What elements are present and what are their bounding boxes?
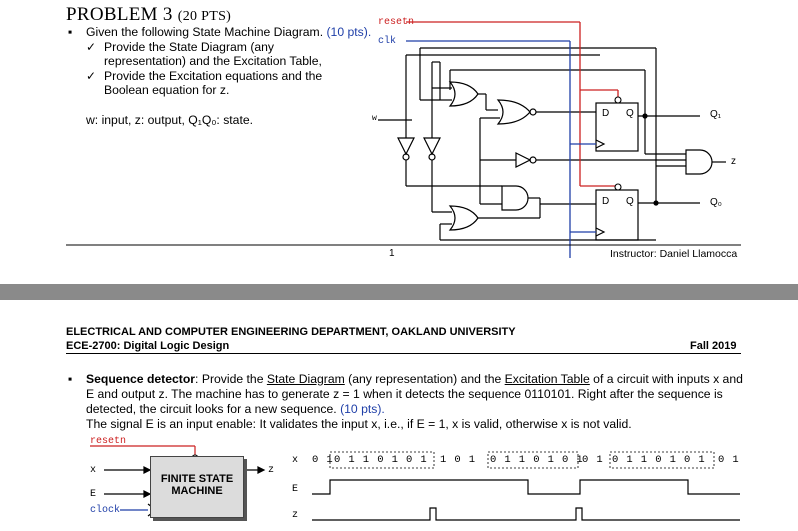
bullet-marker: ▪ [68, 372, 73, 386]
ff1-q: Q [626, 108, 634, 119]
page-separator [0, 284, 798, 300]
excitation-table-link: Excitation Table [504, 372, 590, 386]
timing-x-seq-d: 0 1 1 0 1 0 1 [490, 454, 584, 466]
seq-line3: detected, the circuit looks for a new se… [86, 402, 385, 416]
timing-x-label: x [292, 455, 299, 466]
seq-line2: E and output z. The machine has to gener… [86, 387, 723, 401]
state-diagram-link: State Diagram [266, 372, 345, 386]
check2-line1: Provide the Excitation equations and the [104, 69, 323, 83]
timing-x-seq-b: 0 1 1 0 1 0 1 [334, 454, 428, 466]
check-icon: ✓ [86, 69, 97, 83]
ff1-d: D [602, 108, 610, 119]
timing-z-label: z [292, 510, 299, 521]
fsm-x-label: x [90, 465, 97, 476]
timing-x-seq-c: 1 0 1 [440, 454, 477, 466]
fsm-clock-label: clock [90, 505, 121, 516]
fsm-diagram [90, 445, 740, 521]
output-q1: Q₁ [710, 109, 722, 120]
fsm-z-label: z [268, 465, 275, 476]
term: Fall 2019 [690, 340, 737, 352]
circuit-diagram [66, 21, 741, 258]
signal-description: w: input, z: output, Q₁Q₀: state. [86, 113, 254, 127]
department-header: ELECTRICAL AND COMPUTER ENGINEERING DEPA… [66, 326, 516, 338]
ff0-d: D [602, 196, 610, 207]
timing-x-seq-f: 0 1 1 0 1 0 1 [612, 454, 706, 466]
bullet-main: Given the following State Machine Diagra… [86, 25, 372, 39]
seq-line1: Sequence detector: Provide the State Dia… [86, 372, 743, 386]
fsm-box: FINITE STATE MACHINE [150, 456, 244, 518]
timing-e-label: E [292, 484, 299, 495]
header-rule [66, 353, 741, 354]
output-q0: Q₀ [710, 197, 722, 208]
clk-label: clk [378, 36, 397, 47]
timing-x-seq-a: 0 1 [312, 454, 334, 466]
problem-points: (20 PTS) [177, 9, 232, 24]
check1-line1: Provide the State Diagram (any [104, 40, 275, 54]
bullet-marker: ▪ [68, 25, 73, 39]
timing-x-seq-g: 0 1 [718, 454, 740, 466]
output-z: z [731, 156, 736, 167]
timing-x-seq-e: 0 1 [582, 454, 604, 466]
check1-line2: representation) and the Excitation Table… [104, 54, 322, 68]
problem-title: PROBLEM 3 (20 PTS) [66, 4, 231, 26]
fsm-resetn-label: resetn [90, 436, 127, 447]
page-number: 1 [389, 248, 395, 259]
problem-number: PROBLEM 3 [66, 4, 173, 25]
ff0-q: Q [626, 196, 634, 207]
seq-line4: The signal E is an input enable: It vali… [86, 417, 632, 431]
instructor: Instructor: Daniel Llamocca [610, 248, 738, 260]
w-label: w [372, 114, 377, 123]
check2-line2: Boolean equation for z. [104, 83, 230, 97]
check-icon: ✓ [86, 40, 97, 54]
fsm-e-label: E [90, 489, 97, 500]
course-title: ECE-2700: Digital Logic Design [66, 340, 230, 352]
resetn-label: resetn [378, 17, 415, 28]
